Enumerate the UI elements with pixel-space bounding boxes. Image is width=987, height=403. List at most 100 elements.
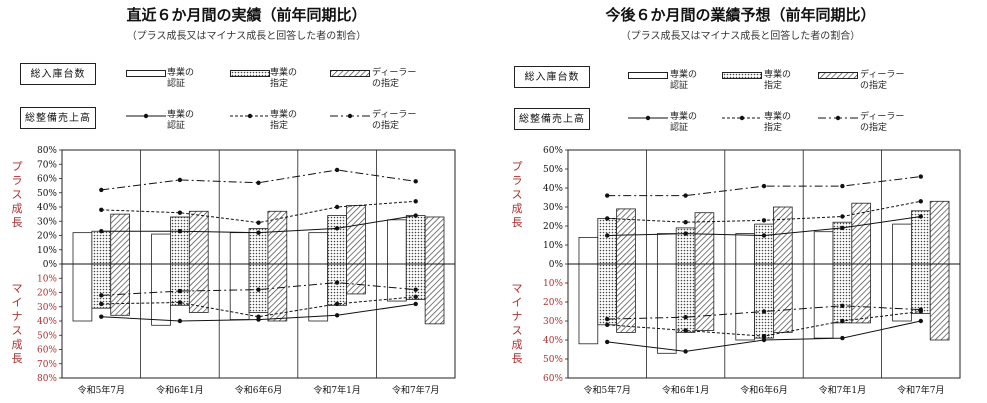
right-line-point-ninsho: [605, 339, 610, 345]
left-line-point-dealer: [177, 177, 183, 183]
right-ylabel-plus: プラス成長: [511, 160, 523, 229]
right-line-point-ninsho: [840, 225, 845, 231]
left-ytick-label: 80%: [37, 146, 57, 156]
left-bar-minus-dealer: [267, 263, 288, 322]
right-legend-swatch-shitei: [722, 72, 762, 79]
right-line-point-shitei: [840, 318, 845, 324]
right-line-point-ninsho: [605, 233, 610, 238]
left-legend-label-ninsho: 専業の認証: [167, 68, 195, 89]
left-line-point-ninsho: [334, 313, 340, 318]
left-chart-plot: 80%70%60%50%40%30%20%10%0%10%20%30%40%50…: [37, 146, 456, 396]
left-ytick-label: 60%: [37, 346, 57, 356]
left-xtick-label: 令和5年7月: [78, 384, 125, 396]
left-ytick-label: 20%: [37, 289, 57, 299]
left-bar-minus-dealer: [346, 263, 366, 295]
left-lines-plus-dealer: [101, 169, 416, 191]
left-bar-plus-ninsho: [151, 233, 171, 265]
left-legend-label-shitei: 専業の指定: [270, 68, 298, 89]
right-ytick-label: 50%: [543, 165, 563, 175]
left-bar-minus-ninsho: [387, 263, 407, 302]
right-lines-minus-dealer: [607, 305, 921, 320]
right-line-point-dealer: [683, 315, 688, 320]
right-chart-subtitle: （プラス成長又はマイナス成長と回答した者の割合）: [620, 31, 861, 42]
right-line-point-shitei: [683, 220, 688, 225]
right-xtick-label: 令和6年6月: [740, 384, 787, 396]
right-xtick-label: 令和5年7月: [583, 384, 630, 396]
left-bar-plus-ninsho: [229, 232, 250, 265]
left-legend-label-dealer: ディーラーの指定: [372, 68, 417, 89]
right-xtick-label: 令和7年1月: [819, 384, 866, 396]
left-bar-plus-ninsho: [308, 232, 329, 265]
left-bar-minus-ninsho: [72, 263, 93, 322]
left-ytick-label: 60%: [37, 175, 57, 185]
right-bar-plus-dealer: [851, 202, 872, 265]
right-legend-swatch-ninsho: [628, 72, 668, 79]
left-bar-minus-dealer: [110, 263, 130, 316]
right-bar-minus-ninsho: [892, 263, 912, 322]
right-bar-plus-dealer: [616, 208, 636, 265]
right-ytick-label: 10%: [543, 279, 563, 289]
left-ytick-label: 40%: [37, 203, 57, 213]
left-ytick-label: 20%: [37, 232, 57, 242]
right-bar-plus-ninsho: [656, 233, 677, 265]
left-chart-title: 直近６か月間の実績（前年同期比）: [126, 6, 367, 24]
left-line-point-shitei: [256, 314, 261, 319]
left-bar-minus-shitei: [170, 263, 190, 306]
right-line-point-dealer: [683, 193, 688, 198]
left-bar-plus-dealer: [188, 210, 209, 265]
left-line-point-shitei: [334, 204, 340, 210]
left-legend-swatch-shitei: [230, 70, 270, 77]
right-ytick-label: 40%: [543, 336, 563, 346]
left-line-point-dealer: [256, 287, 261, 292]
right-bar-minus-dealer: [851, 263, 872, 324]
right-bar-plus-ninsho: [578, 236, 599, 265]
left-xtick-label: 令和6年6月: [235, 384, 282, 396]
left-legend-lines-group: 総整備売上高: [20, 107, 96, 129]
left-bar-plus-shitei: [91, 230, 112, 265]
right-bar-plus-shitei: [754, 223, 774, 265]
left-line-point-ninsho: [99, 314, 104, 319]
right-ytick-label: 10%: [543, 241, 563, 251]
right-lines-plus-dealer: [607, 176, 921, 197]
left-line-point-ninsho: [99, 229, 104, 234]
left-ytick-label: 70%: [37, 360, 57, 370]
right-bar-minus-dealer: [929, 263, 950, 341]
right-line-point-shitei: [761, 218, 767, 223]
right-legend-label-ninsho: 専業の認証: [670, 70, 698, 91]
left-ytick-label: 70%: [37, 160, 57, 170]
right-bar-plus-dealer: [694, 212, 715, 265]
right-bar-plus-ninsho: [735, 233, 755, 265]
left-legend-swatch-dealer: [330, 70, 370, 77]
right-ytick-label: 0%: [549, 260, 564, 270]
left-bar-minus-ninsho: [308, 263, 329, 322]
right-legend-line-ninsho: [628, 115, 668, 121]
right-bar-minus-ninsho: [656, 263, 677, 354]
left-lines-minus-dealer: [101, 282, 416, 296]
left-bar-plus-ninsho: [387, 219, 407, 265]
right-ytick-label: 60%: [543, 146, 563, 156]
left-xtick-label: 令和6年1月: [156, 384, 203, 396]
right-chart-plot: 60%50%40%30%20%10%0%10%20%30%40%50%60%令和…: [543, 146, 961, 396]
right-ytick-label: 20%: [543, 298, 563, 308]
left-ytick-label: 10%: [37, 274, 57, 284]
left-bar-minus-shitei: [91, 263, 112, 309]
left-line-point-ninsho: [177, 229, 183, 234]
left-ytick-label: 30%: [37, 303, 57, 313]
left-xtick-label: 令和7年7月: [392, 384, 439, 396]
right-line-point-shitei: [605, 322, 610, 327]
right-bar-minus-ninsho: [578, 263, 599, 345]
right-legend-line-shitei: [722, 115, 762, 121]
left-chart-subtitle: （プラス成長又はマイナス成長と回答した者の割合）: [126, 31, 367, 42]
left-line-point-ninsho: [413, 301, 418, 307]
right-bar-plus-shitei: [910, 210, 931, 265]
left-line-point-ninsho: [334, 226, 340, 231]
right-line-point-shitei: [761, 334, 767, 339]
left-ytick-label: 80%: [37, 374, 57, 384]
left-bar-plus-shitei: [405, 215, 426, 265]
right-line-point-shitei: [683, 328, 688, 333]
right-line-point-dealer: [918, 174, 923, 179]
left-bar-plus-dealer: [110, 213, 130, 265]
left-ytick-label: 50%: [37, 189, 57, 199]
left-line-point-dealer: [413, 179, 418, 184]
left-lines-minus-shitei: [101, 296, 416, 318]
